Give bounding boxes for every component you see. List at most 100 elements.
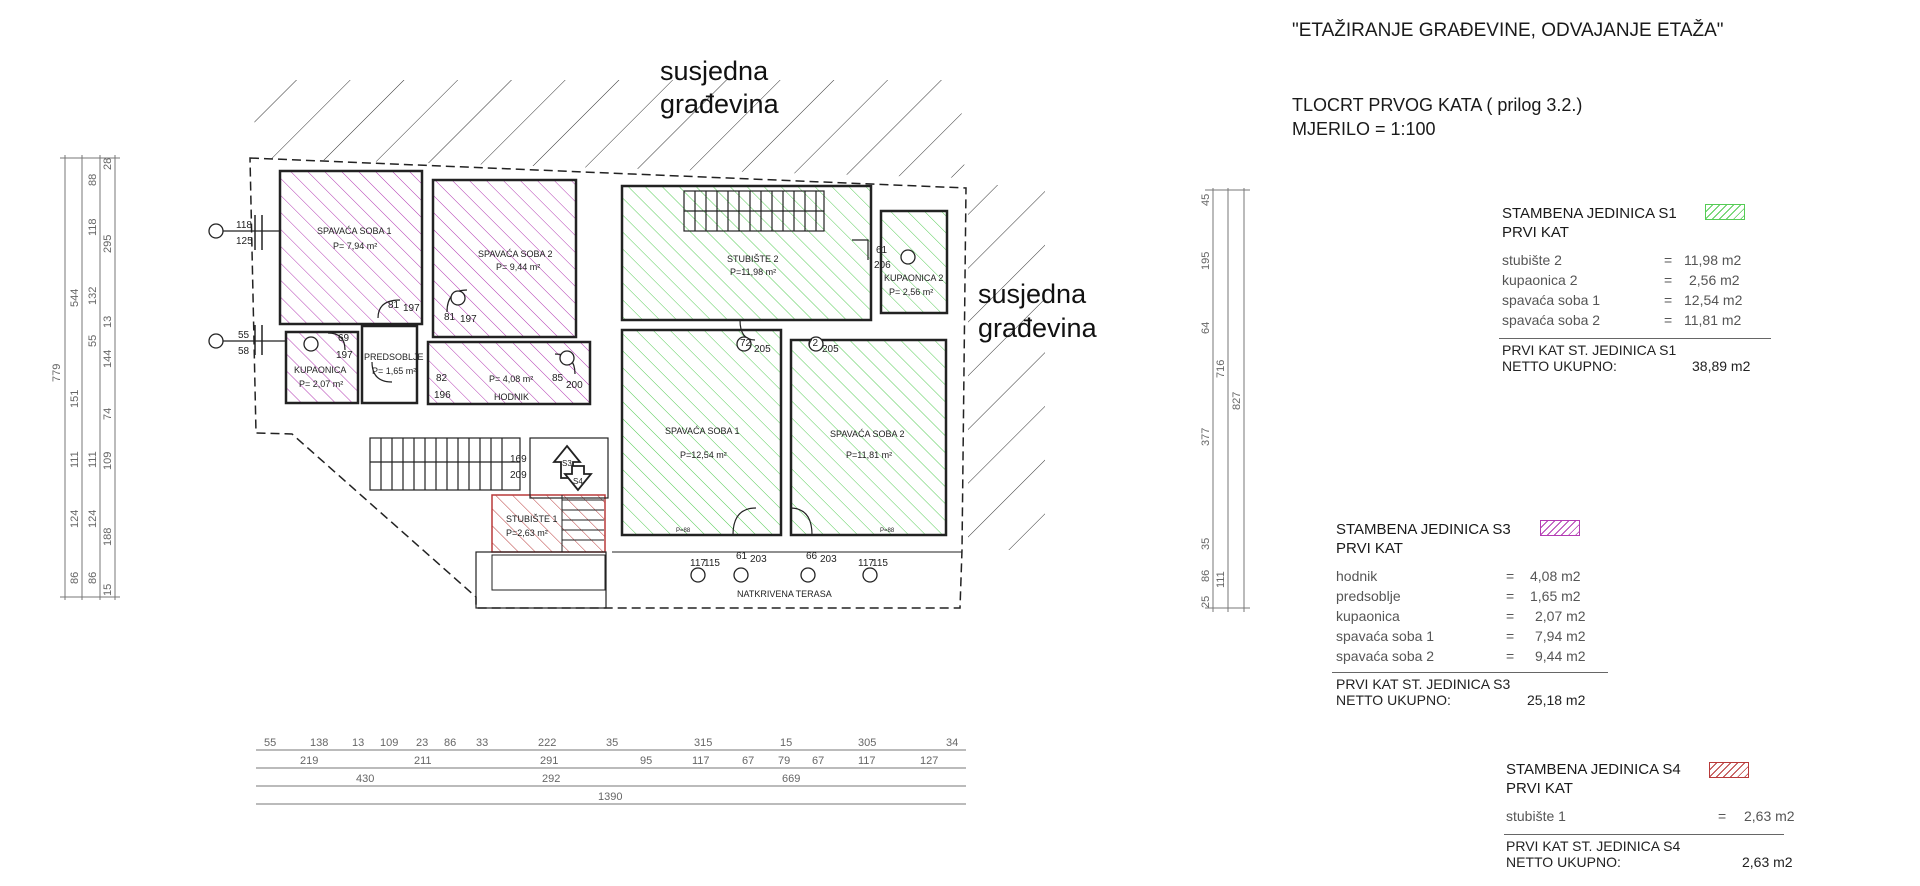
- unit-floor: PRVI KAT: [1502, 224, 1569, 241]
- svg-text:197: 197: [403, 303, 420, 314]
- plan-heading: TLOCRT PRVOG KATA ( prilog 3.2.) MJERILO…: [1292, 93, 1582, 141]
- unit-color-swatch: [1705, 204, 1745, 220]
- svg-text:64: 64: [1200, 322, 1212, 334]
- svg-text:13: 13: [352, 737, 364, 749]
- svg-text:315: 315: [694, 737, 712, 749]
- svg-text:81: 81: [388, 300, 400, 311]
- svg-text:P=88: P=88: [676, 528, 691, 534]
- svg-text:117: 117: [690, 558, 706, 569]
- room-hodnik: [426, 340, 592, 406]
- document-title: "ETAŽIRANJE GRAĐEVINE, ODVAJANJE ETAŽA": [1292, 20, 1724, 41]
- stairs-2: [683, 190, 825, 232]
- svg-text:200: 200: [566, 380, 583, 391]
- plan-title: TLOCRT PRVOG KATA ( prilog 3.2.): [1292, 95, 1583, 115]
- unit-total-label: PRVI KAT ST. JEDINICA S3: [1336, 676, 1511, 692]
- neighbor-hatch-right: [968, 185, 1045, 550]
- room-label: SPAVAĆA SOBA 1: [317, 226, 392, 236]
- svg-text:138: 138: [310, 737, 328, 749]
- plan-marks: 118 125 55 58 69 197 81 197 81 197 82 19…: [236, 220, 895, 569]
- room-spavaca-soba-1-s1: [620, 328, 783, 537]
- svg-text:544: 544: [69, 289, 81, 307]
- svg-text:169: 169: [510, 454, 527, 465]
- svg-text:72: 72: [807, 338, 819, 349]
- neighbor-label-top-2: građevina: [660, 89, 780, 119]
- unit-s3-table: STAMBENA JEDINICA S3 PRVI KAT hodnik=4,0…: [1332, 520, 1616, 716]
- svg-text:127: 127: [920, 755, 938, 767]
- room-area: P=11,98 m²: [730, 267, 776, 277]
- svg-text:82: 82: [436, 373, 448, 384]
- svg-text:124: 124: [69, 510, 81, 528]
- svg-text:35: 35: [606, 737, 618, 749]
- room-area: P= 2,56 m²: [889, 287, 933, 297]
- svg-text:35: 35: [1200, 538, 1212, 550]
- svg-text:61: 61: [736, 551, 748, 562]
- unit-title: STAMBENA JEDINICA S4: [1506, 761, 1681, 778]
- svg-text:203: 203: [820, 554, 837, 565]
- room-predsoblje: [360, 324, 419, 405]
- svg-text:196: 196: [434, 390, 451, 401]
- svg-text:205: 205: [754, 344, 771, 355]
- dims-right: [1205, 188, 1250, 612]
- svg-text:74: 74: [102, 408, 114, 420]
- svg-text:111: 111: [87, 451, 99, 468]
- door-swings: [327, 239, 869, 536]
- svg-text:716: 716: [1215, 360, 1227, 378]
- svg-text:15: 15: [780, 737, 792, 749]
- room-label: SPAVAĆA SOBA 1: [665, 426, 740, 436]
- svg-text:209: 209: [510, 470, 527, 481]
- svg-text:109: 109: [102, 452, 114, 470]
- svg-text:45: 45: [1200, 194, 1212, 206]
- svg-text:81: 81: [444, 312, 456, 323]
- unit-s1-table: STAMBENA JEDINICA S1 PRVI KAT stubište 2…: [1499, 204, 1772, 379]
- svg-text:197: 197: [336, 350, 353, 361]
- room-spavaca-soba-2-s3: [431, 178, 578, 339]
- svg-text:109: 109: [380, 737, 398, 749]
- svg-text:305: 305: [858, 737, 876, 749]
- svg-text:S4: S4: [573, 477, 583, 486]
- room-area: P=12,54 m²: [680, 450, 727, 460]
- room-kupaonica-s3: [284, 330, 360, 405]
- svg-text:69: 69: [338, 333, 350, 344]
- svg-text:P=88: P=88: [880, 528, 895, 534]
- svg-text:430: 430: [356, 773, 374, 785]
- svg-text:125: 125: [236, 236, 253, 247]
- unit-total-value: 2,63 m2: [1742, 854, 1793, 870]
- svg-text:111: 111: [69, 451, 81, 468]
- room-labels: SPAVAĆA SOBA 1 P= 7,94 m² SPAVAĆA SOBA 2…: [294, 226, 943, 599]
- svg-text:67: 67: [742, 755, 754, 767]
- svg-text:203: 203: [750, 554, 767, 565]
- svg-text:55: 55: [264, 737, 276, 749]
- room-spavaca-soba-1-s3: [278, 169, 424, 326]
- svg-text:291: 291: [540, 755, 558, 767]
- unit-total-value: 25,18 m2: [1527, 692, 1586, 708]
- svg-text:55: 55: [238, 330, 250, 341]
- unit-total-label: PRVI KAT ST. JEDINICA S1: [1502, 342, 1677, 358]
- svg-text:117: 117: [858, 755, 876, 767]
- neighbor-label-top-1: susjedna: [660, 56, 769, 86]
- unit-s4-rooms: [475, 494, 607, 609]
- svg-text:13: 13: [102, 316, 114, 328]
- svg-text:95: 95: [640, 755, 652, 767]
- svg-text:86: 86: [1200, 570, 1212, 582]
- dims-right-text: 827 716 45 195 64 377 35 86 111 25: [1200, 194, 1243, 608]
- room-area: P=2,63 m²: [506, 528, 548, 538]
- room-label: STUBIŠTE 1: [506, 514, 558, 524]
- unit-title: STAMBENA JEDINICA S1: [1502, 205, 1677, 222]
- dims-left-text: 779 544 151 111 124 86 88 118 295 132 55…: [51, 158, 114, 596]
- plan-scale: MJERILO = 1:100: [1292, 119, 1436, 139]
- dims-bottom: [256, 749, 966, 805]
- unit-color-swatch: [1540, 520, 1580, 536]
- svg-text:117: 117: [692, 755, 710, 767]
- svg-text:85: 85: [552, 373, 564, 384]
- unit-floor: PRVI KAT: [1336, 540, 1403, 557]
- svg-text:132: 132: [87, 287, 99, 305]
- svg-text:66: 66: [806, 551, 818, 562]
- room-label: STUBIŠTE 2: [727, 254, 779, 264]
- room-label: KUPAONICA: [294, 365, 346, 375]
- svg-text:28: 28: [102, 158, 114, 170]
- svg-text:67: 67: [812, 755, 824, 767]
- room-area: P=11,81 m²: [846, 450, 892, 460]
- room-kupaonica-2: [879, 209, 949, 315]
- svg-text:295: 295: [102, 235, 114, 253]
- svg-text:188: 188: [102, 528, 114, 546]
